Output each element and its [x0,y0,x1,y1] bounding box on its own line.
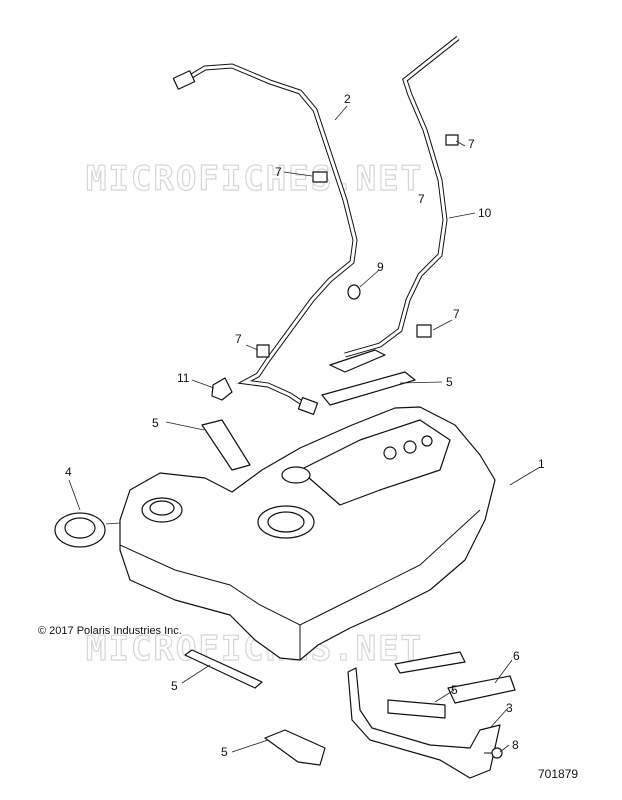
callout-3: 3 [506,701,513,715]
callout-11: 11 [177,371,190,385]
callout-8: 8 [512,738,519,752]
pad-lower-right-top [394,651,466,674]
clip-11-icon [211,377,233,401]
copyright-notice: © 2017 Polaris Industries Inc. [38,625,182,637]
pad-lower-bottom [264,729,326,766]
callout-7: 7 [235,332,242,346]
pad-lower-left [184,649,263,689]
leader-lines [68,105,541,753]
pad-upper-left [201,419,251,471]
callout-6: 6 [513,649,520,663]
pad-6 [447,675,516,704]
callout-10: 10 [478,206,492,220]
callout-7: 7 [453,307,460,321]
callout-7: 7 [275,165,282,179]
fuel-line-left [172,63,358,415]
line-guard [329,349,386,373]
callout-2: 2 [344,92,351,106]
callout-5: 5 [152,416,159,430]
pad-upper-right [321,371,416,406]
callout-9: 9 [377,260,384,274]
drawing-number: 701879 [538,767,578,781]
callout-5: 5 [446,375,453,389]
watermark-top: MICROFICHES.NET [86,159,423,199]
callout-7: 7 [418,192,425,206]
fuel-line-right [344,36,460,358]
callout-5: 5 [221,745,228,759]
bolt-icon [484,747,503,759]
callout-5: 5 [171,679,178,693]
fuel-tank [119,406,496,661]
callout-4: 4 [65,465,72,479]
callout-1: 1 [538,457,545,471]
gas-cap-icon [54,512,106,548]
cap-arrow [105,522,121,525]
callout-5: 5 [451,683,458,697]
clip-icon [256,134,459,358]
callout-7: 7 [468,137,475,151]
pad-lower-middle [387,699,446,719]
